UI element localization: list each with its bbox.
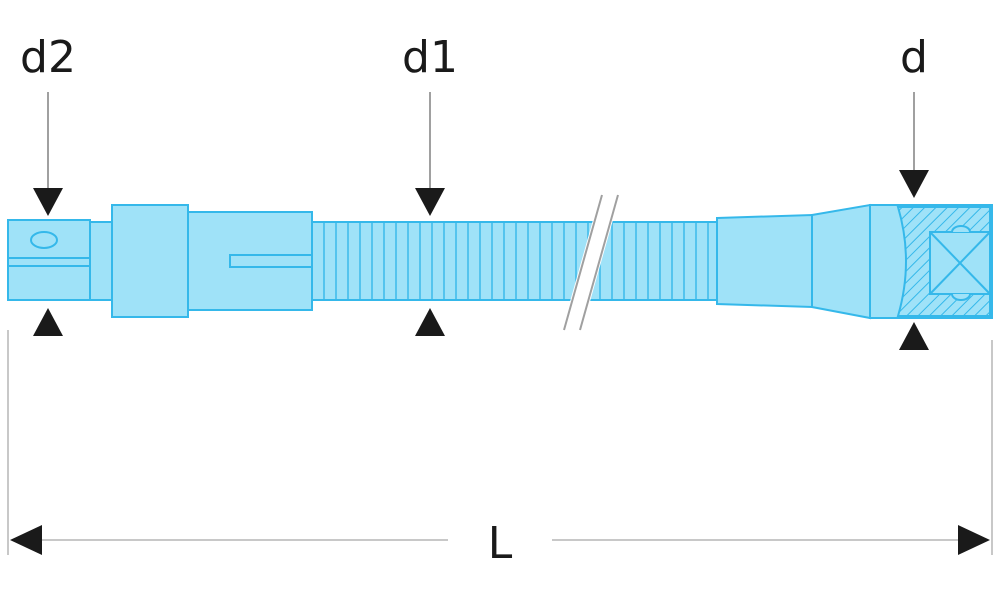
d2-bottom-arrow (33, 308, 63, 336)
d1-top-arrow (415, 188, 445, 216)
d-bottom-arrow (899, 322, 929, 350)
d-top-arrow (899, 170, 929, 198)
L-label: L (488, 518, 513, 569)
collar (111, 204, 189, 318)
taper (811, 203, 871, 320)
break-mark (562, 194, 620, 331)
flexible-shaft (311, 221, 718, 301)
drive-neck (89, 221, 113, 301)
d1-label: d1 (402, 32, 458, 83)
d2-top-arrow (33, 188, 63, 216)
d-dimension: d (899, 32, 929, 350)
L-left-arrow (10, 525, 42, 555)
d2-label: d2 (20, 32, 76, 83)
d1-bottom-arrow (415, 308, 445, 336)
detent-ball (30, 231, 58, 249)
shaft-ribs (323, 222, 709, 300)
sleeve-slot (229, 254, 313, 268)
L-dimension: L (10, 518, 990, 569)
d1-dimension: d1 (402, 32, 458, 336)
tool-body (7, 203, 993, 320)
transition-block (716, 213, 813, 309)
d-label: d (900, 32, 928, 83)
d2-dimension: d2 (20, 32, 76, 336)
L-right-arrow (958, 525, 990, 555)
